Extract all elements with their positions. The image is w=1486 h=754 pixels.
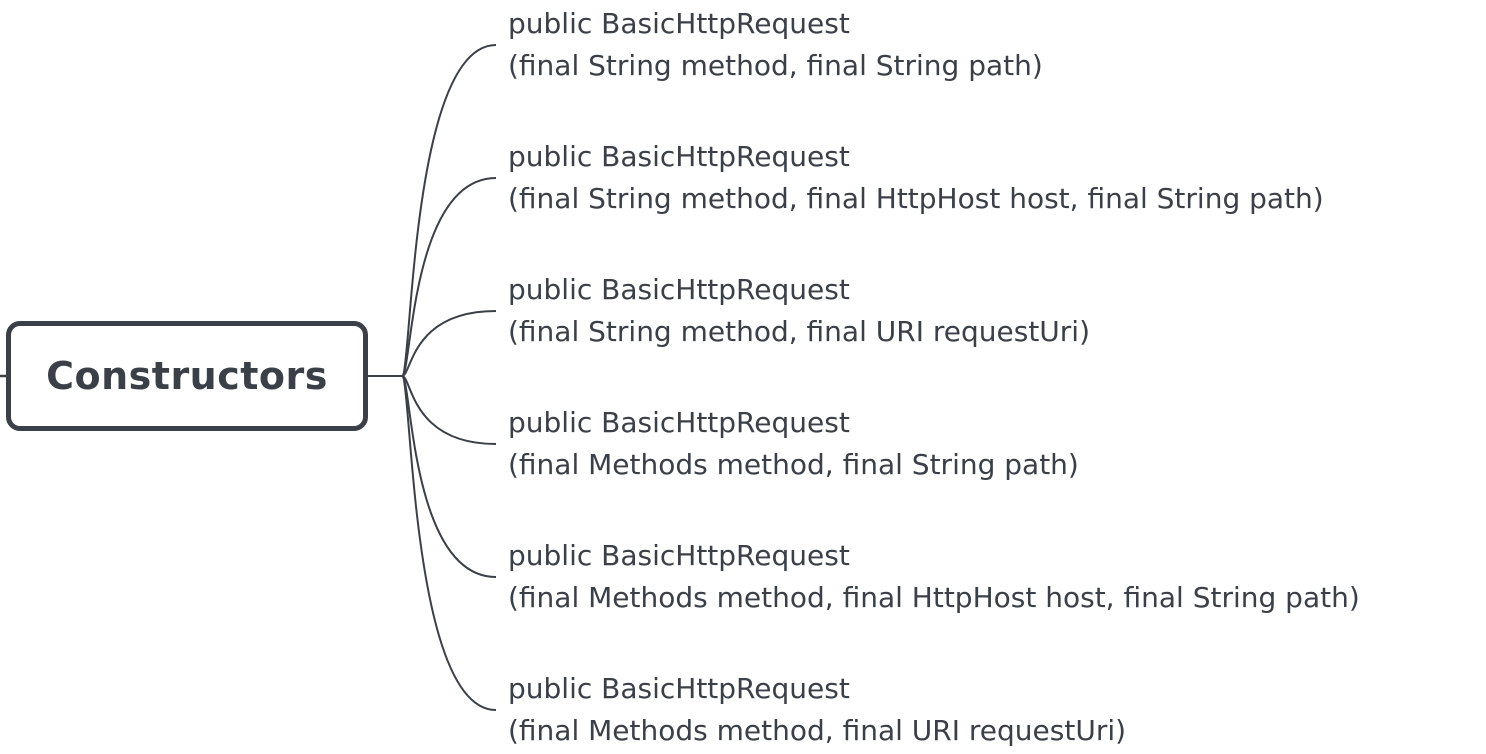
child-signature-line2: (final Methods method, final String path… (508, 448, 1079, 481)
child-node-2[interactable]: public BasicHttpRequest (final String me… (508, 136, 1324, 220)
branch-connectors (401, 44, 497, 711)
child-node-3[interactable]: public BasicHttpRequest (final String me… (508, 269, 1090, 353)
child-signature-line1: public BasicHttpRequest (508, 406, 850, 439)
branch-connector-2 (401, 177, 497, 377)
child-signature-line1: public BasicHttpRequest (508, 273, 850, 306)
child-node-4[interactable]: public BasicHttpRequest (final Methods m… (508, 402, 1079, 486)
child-node-1[interactable]: public BasicHttpRequest (final String me… (508, 3, 1043, 87)
child-signature-line1: public BasicHttpRequest (508, 7, 850, 40)
branch-connector-3 (401, 310, 497, 377)
child-node-5[interactable]: public BasicHttpRequest (final Methods m… (508, 535, 1360, 619)
branch-connector-1 (401, 44, 497, 377)
child-node-6[interactable]: public BasicHttpRequest (final Methods m… (508, 668, 1126, 752)
child-signature-line2: (final String method, final URI requestU… (508, 315, 1091, 348)
branch-connector-6 (401, 375, 497, 711)
branch-connector-5 (401, 375, 497, 578)
child-signature-line1: public BasicHttpRequest (508, 140, 850, 173)
branch-connector-4 (401, 375, 497, 445)
child-signature-line2: (final String method, final HttpHost hos… (508, 182, 1324, 215)
root-node-constructors[interactable]: Constructors (6, 321, 368, 431)
child-signature-line1: public BasicHttpRequest (508, 539, 850, 572)
child-signature-line2: (final Methods method, final URI request… (508, 714, 1127, 747)
child-signature-line1: public BasicHttpRequest (508, 672, 850, 705)
root-label: Constructors (46, 354, 328, 398)
child-signature-line2: (final Methods method, final HttpHost ho… (508, 581, 1360, 614)
child-signature-line2: (final String method, final String path) (508, 49, 1043, 82)
